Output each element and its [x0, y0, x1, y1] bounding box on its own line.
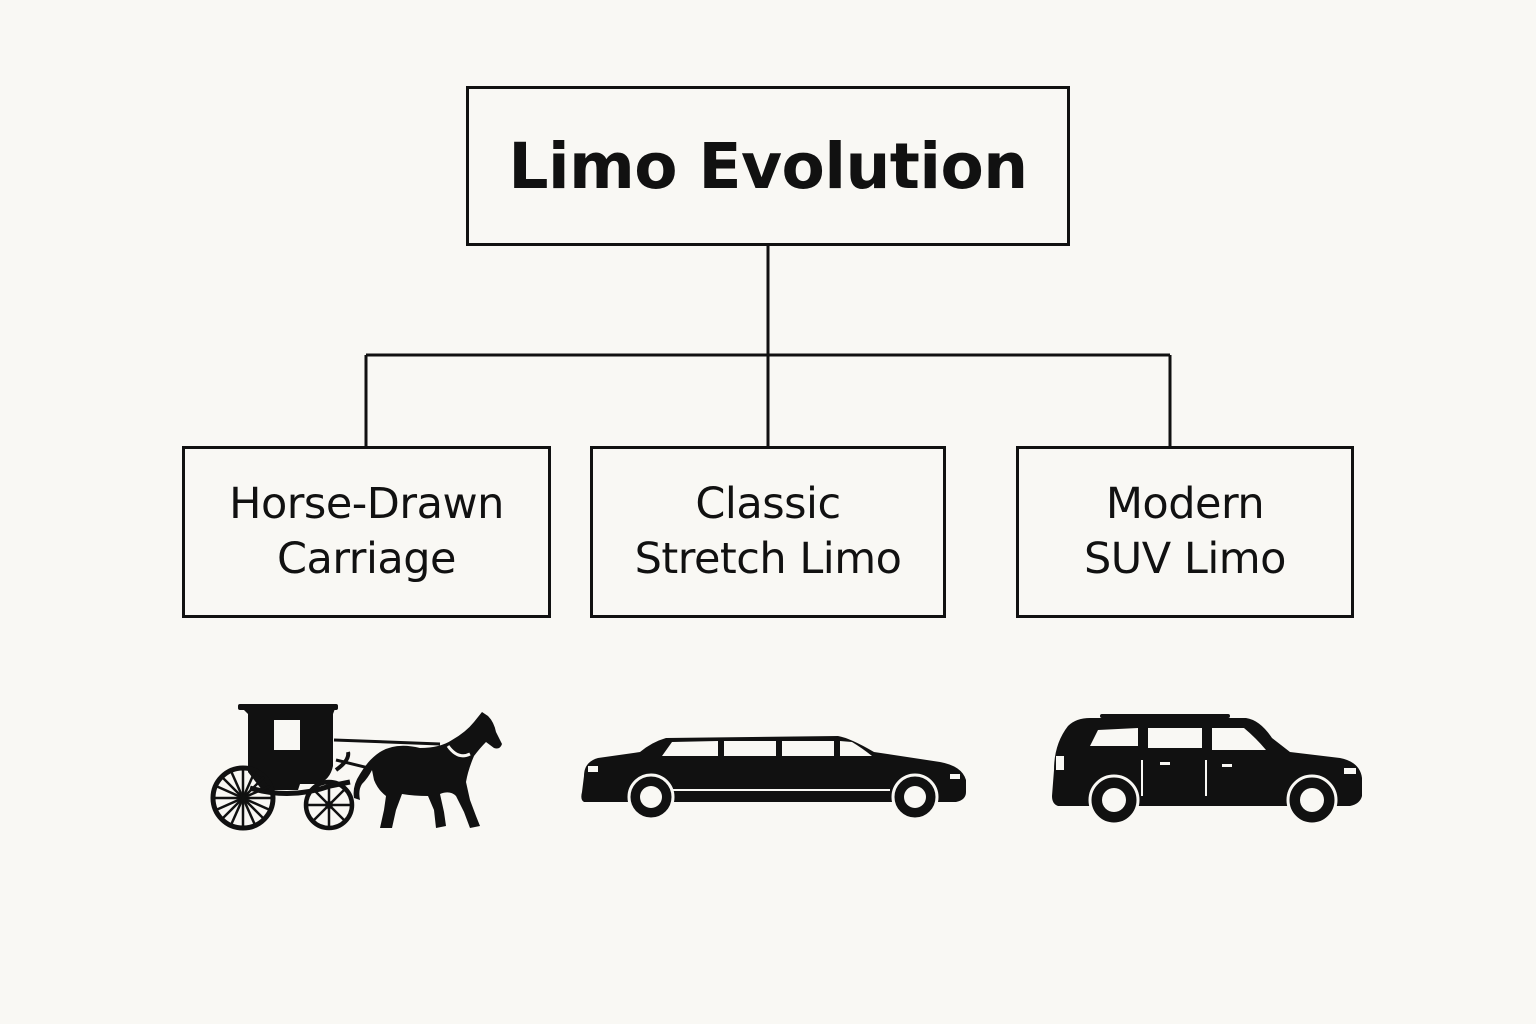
stretch-limo-icon	[581, 736, 966, 821]
node-label-line2: Stretch Limo	[634, 534, 902, 584]
node-label-line2: Carriage	[276, 534, 457, 584]
node-label: Classic Stretch Limo	[635, 477, 902, 587]
node-label: Horse-Drawn Carriage	[229, 477, 504, 587]
horse-drawn-carriage-icon	[210, 704, 502, 831]
node-label: Modern SUV Limo	[1084, 477, 1286, 587]
node-label-line1: Modern	[1105, 479, 1265, 529]
root-title: Limo Evolution	[508, 129, 1028, 203]
root-node: Limo Evolution	[466, 86, 1070, 246]
node-horse-drawn-carriage: Horse-Drawn Carriage	[182, 446, 551, 618]
node-label-line2: SUV Limo	[1084, 534, 1286, 584]
node-label-line1: Classic	[695, 479, 841, 529]
node-classic-stretch-limo: Classic Stretch Limo	[590, 446, 946, 618]
node-modern-suv-limo: Modern SUV Limo	[1016, 446, 1354, 618]
suv-limo-icon	[1052, 714, 1362, 826]
node-label-line1: Horse-Drawn	[229, 479, 504, 529]
